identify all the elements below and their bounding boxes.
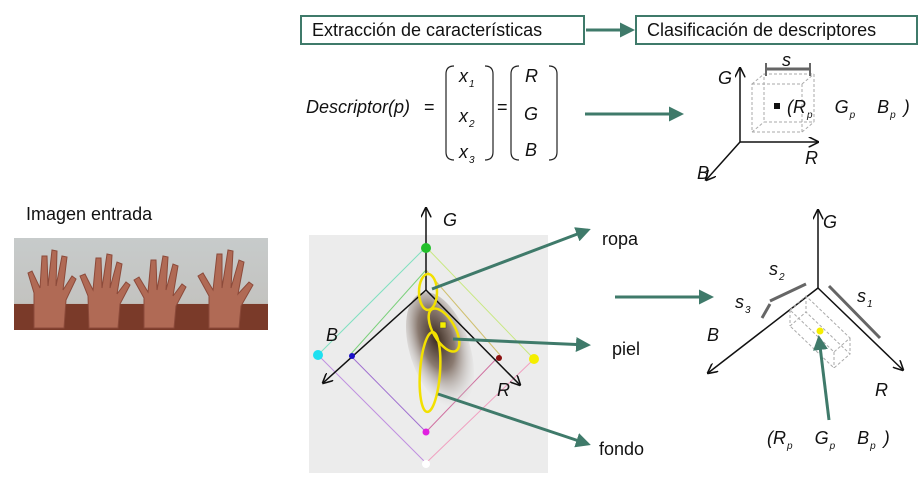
scatter-point: [439, 321, 447, 329]
top-cube-axis-g: G: [718, 68, 733, 88]
vector-g: G: [524, 104, 539, 124]
scatter-axis-r: R: [497, 380, 510, 400]
formula-lhs: Descriptor(p): [306, 97, 411, 117]
formula-eq1: =: [424, 97, 435, 117]
bottom-cube-bars: [760, 282, 882, 340]
input-image-label: Imagen entrada: [26, 204, 153, 224]
bottom-cube-s2: s2: [769, 259, 785, 283]
label-ropa: ropa: [602, 229, 639, 249]
top-cube-axis-b: B: [697, 163, 710, 183]
vertex-yellow: [529, 354, 539, 364]
vertex-magenta: [422, 428, 430, 436]
cluster-ellipses: [417, 272, 461, 414]
vector-x3: x3: [459, 142, 475, 166]
bracket-left-1: [445, 65, 455, 161]
bottom-cube-s1: s1: [857, 286, 873, 310]
input-image: [14, 238, 268, 330]
bracket-left-2: [510, 65, 520, 161]
top-cube-axis-r: R: [805, 148, 818, 168]
bottom-cube-point: [816, 327, 824, 335]
arrow-ropa: [431, 227, 591, 291]
vertex-green: [421, 243, 431, 253]
bracket-right-1: [484, 65, 494, 161]
bottom-cube-axis-g: G: [823, 212, 838, 232]
vertex-blue: [349, 353, 355, 359]
bottom-cube-axis-r: R: [875, 380, 888, 400]
descriptor-classification-box: Clasificación de descriptores: [635, 15, 918, 45]
descriptor-classification-label: Clasificación de descriptores: [647, 20, 877, 40]
top-cube: [751, 73, 815, 133]
scatter-color-diamond: [317, 246, 535, 464]
vector-b: B: [525, 140, 538, 160]
scatter-axis-g: G: [443, 210, 458, 230]
bottom-cube: [789, 295, 851, 369]
scatter-axis-b: B: [326, 325, 339, 345]
vertex-cyan: [313, 350, 323, 360]
vector-x2: x2: [459, 106, 475, 130]
vertex-red: [496, 355, 502, 361]
feature-extraction-label: Extracción de características: [312, 20, 543, 40]
bracket-right-2: [548, 65, 558, 161]
label-fondo: fondo: [599, 439, 645, 459]
feature-extraction-box: Extracción de características: [300, 15, 585, 45]
top-cube-axes: [706, 68, 818, 180]
vector-r: R: [525, 66, 538, 86]
bottom-cube-axis-b: B: [707, 325, 720, 345]
vector-x1: x1: [459, 66, 475, 90]
label-piel: piel: [612, 339, 641, 359]
arrow-fondo: [437, 392, 591, 448]
top-cube-side: s: [782, 50, 791, 70]
top-cube-point: [774, 103, 780, 109]
hands-photo: [14, 249, 268, 330]
arrow-to-point: [813, 335, 831, 421]
formula-eq2: =: [497, 97, 508, 117]
vertex-white: [422, 460, 430, 468]
bottom-cube-s3: s3: [735, 292, 751, 316]
arrow-piel: [452, 336, 591, 352]
